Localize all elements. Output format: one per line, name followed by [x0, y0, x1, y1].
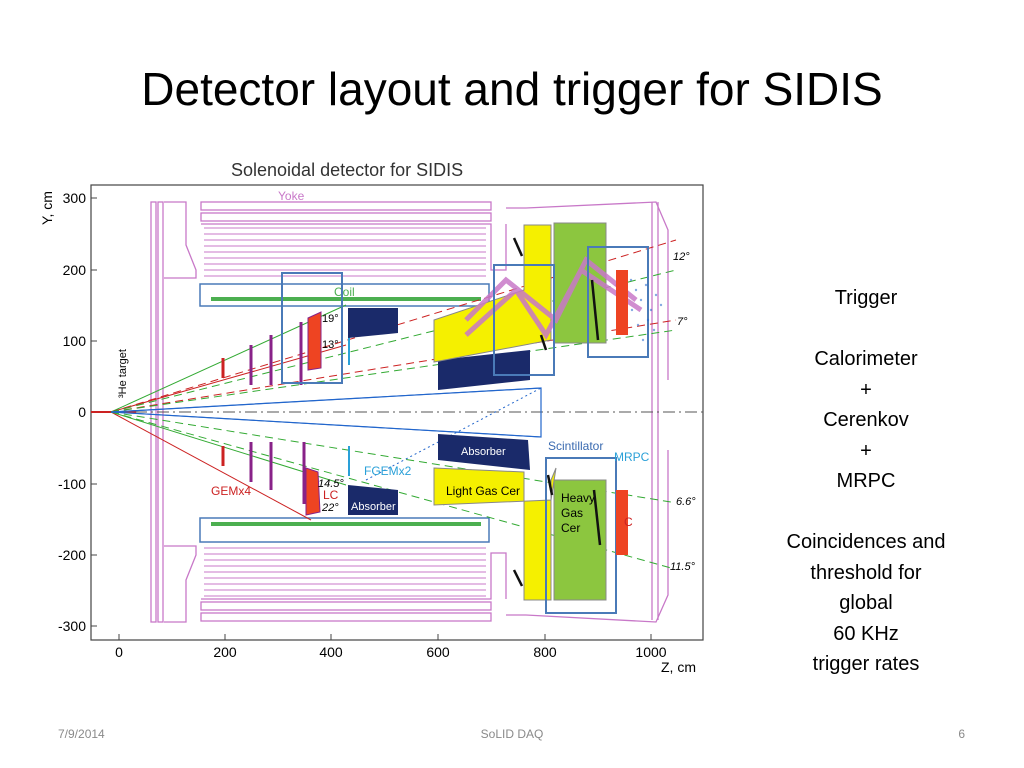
angle-19-label: 19°: [322, 313, 339, 325]
coil-bottom: [199, 517, 490, 543]
gem-planes-lower: [221, 442, 306, 504]
x-tick-label: 400: [319, 644, 343, 660]
y-tick-label: -200: [58, 547, 86, 563]
forward-calorimeter-lower: [616, 490, 628, 555]
angle-22-label: 22°: [321, 502, 339, 514]
absorber-lower-2: [348, 485, 398, 515]
cerenkov-mirrors: [512, 237, 602, 587]
absorber-upper-2: [438, 350, 530, 390]
trigger-line: +: [860, 378, 872, 401]
yoke-label: Yoke: [278, 189, 305, 203]
x-ticks: 0 200 400 600 800 1000: [115, 634, 667, 660]
coil-top: [199, 283, 490, 307]
trigger-line: +: [860, 439, 872, 462]
y-tick-label: 100: [63, 333, 87, 349]
baffle-cone: [110, 387, 542, 438]
light-gas-cerenkov-upper: [433, 224, 552, 363]
heavy-gas-cer-label-2: Gas: [561, 506, 583, 520]
light-gas-cerenkov-lower: [433, 467, 557, 601]
coil-windings-bottom: [204, 547, 486, 597]
x-tick-label: 600: [426, 644, 450, 660]
heavy-gas-cerenkov-lower: [553, 479, 607, 601]
y-ticks: 300 200 100 0 -100 -200 -300: [58, 190, 97, 634]
particle-hits: [629, 278, 663, 342]
absorber-top-label: Absorber: [461, 446, 506, 458]
angle-12-label: 12°: [673, 251, 690, 263]
y-tick-label: -100: [58, 476, 86, 492]
trigger-line: threshold for: [810, 561, 922, 584]
y-tick-label: 300: [63, 190, 87, 206]
absorber-lower-1: [438, 434, 530, 470]
footer-page-number: 6: [958, 727, 965, 741]
target-label: ³He target: [117, 349, 129, 398]
footer-center: SoLID DAQ: [480, 727, 544, 741]
track-bundle: [464, 256, 643, 340]
lc-box-upper: [281, 272, 343, 384]
detector-diagram: Solenoidal detector for SIDIS Y, cm 300 …: [39, 160, 704, 675]
y-tick-label: 0: [78, 404, 86, 420]
y-tick-label: -300: [58, 618, 86, 634]
gem-label: GEMx4: [211, 484, 251, 498]
lc-label: LC: [323, 488, 339, 502]
y-tick-label: 200: [63, 262, 87, 278]
angle-7-label: 7°: [677, 316, 688, 328]
heavy-gas-cer-label-3: Cer: [561, 521, 580, 535]
trigger-line: [760, 314, 972, 345]
trigger-line: Coincidences and: [786, 531, 946, 553]
y-axis-label: Y, cm: [39, 191, 55, 225]
slide-title: Detector layout and trigger for SIDIS: [141, 63, 883, 115]
mrpc-label: MRPC: [614, 450, 650, 464]
trigger-line: Trigger: [834, 287, 898, 309]
trigger-description: Trigger Calorimeter + Cerenkov + MRPC Co…: [760, 283, 972, 680]
trigger-line: MRPC: [836, 470, 896, 492]
x-tick-label: 0: [115, 644, 123, 660]
forward-calorimeter-upper: [616, 270, 628, 335]
absorber-bottom-label: Absorber: [351, 501, 396, 513]
absorber-upper-1: [348, 308, 398, 338]
gem-planes-upper: [221, 322, 303, 385]
scintillator-label: Scintillator: [548, 439, 603, 453]
x-tick-label: 1000: [635, 644, 666, 660]
trigger-line: 60 KHz: [833, 622, 899, 645]
figure-title: Solenoidal detector for SIDIS: [231, 160, 463, 180]
angle-13-label: 13°: [322, 339, 339, 351]
x-tick-label: 200: [213, 644, 237, 660]
large-angle-calorimeter-upper: [307, 311, 322, 371]
large-angle-calorimeter-lower: [305, 467, 321, 516]
x-tick-label: 800: [533, 644, 557, 660]
trigger-line: [760, 497, 972, 528]
x-axis-label: Z, cm: [661, 659, 696, 675]
ec-label: C: [624, 515, 633, 529]
fgem-label: FGEMx2: [364, 464, 412, 478]
angle-14-5-label: 14.5°: [318, 478, 344, 490]
footer-date: 7/9/2014: [58, 727, 105, 741]
heavy-gas-cer-label-1: Heavy: [561, 491, 595, 505]
trigger-line: global: [839, 592, 893, 614]
angle-11-5-label: 11.5°: [670, 561, 696, 573]
light-gas-cer-label: Light Gas Cer: [446, 484, 520, 498]
trigger-line: Calorimeter: [814, 348, 918, 370]
trigger-line: trigger rates: [812, 653, 920, 675]
coil-windings-top: [204, 227, 486, 277]
coil-label: Coil: [334, 285, 355, 299]
trigger-line: Cerenkov: [823, 409, 909, 431]
angle-6-6-label: 6.6°: [676, 496, 696, 508]
